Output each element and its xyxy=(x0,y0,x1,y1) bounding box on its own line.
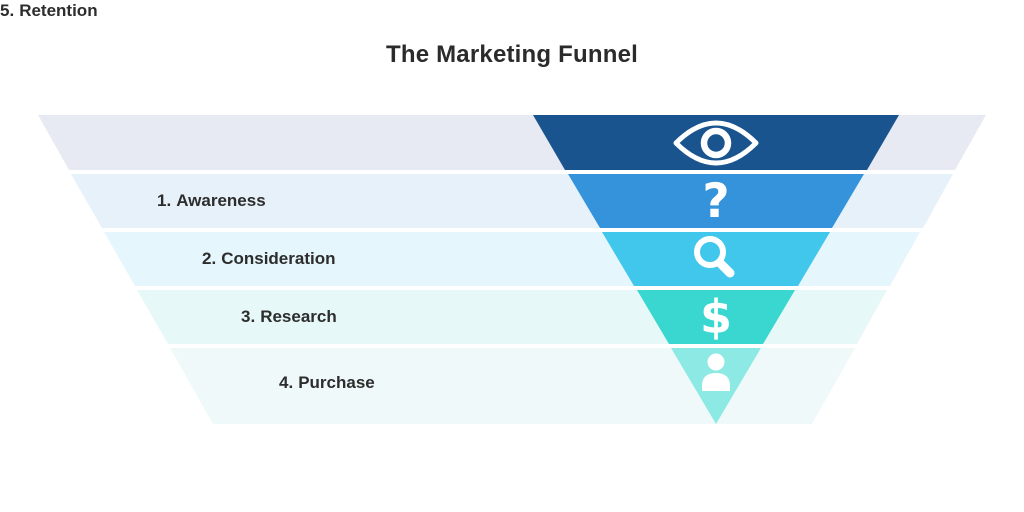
eye-icon xyxy=(673,120,759,166)
funnel-band-3 xyxy=(602,232,830,286)
stage-number: 2. xyxy=(202,249,217,268)
stage-label-research: 3.Research xyxy=(241,306,337,328)
stage-name: Research xyxy=(260,307,337,326)
question-mark-icon: ? xyxy=(702,174,729,229)
stage-name: Consideration xyxy=(221,249,336,268)
funnel-band-4 xyxy=(637,290,795,344)
funnel-band-1 xyxy=(533,115,899,170)
stage-number: 5. xyxy=(0,1,15,20)
stage-number: 3. xyxy=(241,307,256,326)
stage-name: Retention xyxy=(19,1,98,20)
stage-number: 1. xyxy=(157,191,172,210)
stage-label-consideration: 2.Consideration xyxy=(202,248,335,270)
stage-name: Purchase xyxy=(298,373,375,392)
stage-label-retention: 5.Retention xyxy=(0,0,98,22)
page-title: The Marketing Funnel xyxy=(385,41,638,68)
search-icon xyxy=(694,236,735,278)
stage-label-purchase: 4.Purchase xyxy=(279,372,375,394)
stage-name: Awareness xyxy=(176,191,266,210)
dollar-icon: $ xyxy=(700,290,732,344)
person-icon xyxy=(702,353,730,391)
stage-label-awareness: 1.Awareness xyxy=(157,190,266,212)
stage-number: 4. xyxy=(279,373,294,392)
funnel-band-2 xyxy=(568,174,864,228)
